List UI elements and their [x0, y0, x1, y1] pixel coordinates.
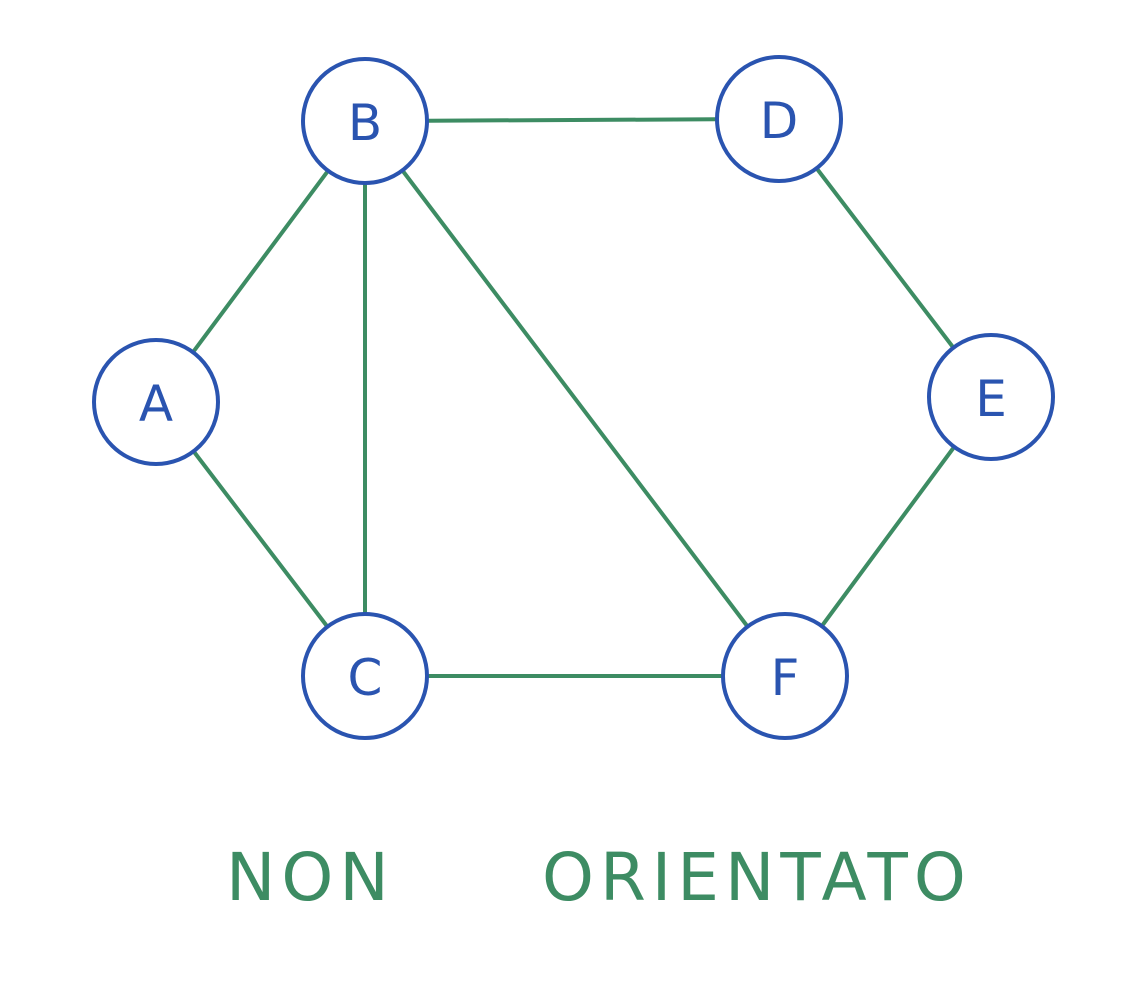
edge-b-d: [427, 117, 717, 123]
edge-d-e: [815, 167, 955, 349]
caption-word-non: NON: [226, 839, 395, 916]
edge-b-f: [401, 170, 749, 627]
caption-word-orientato: ORIENTATO: [542, 839, 972, 916]
node-circle-b: [301, 57, 429, 185]
caption: NON ORIENTATO: [226, 839, 972, 916]
node-f: F: [721, 612, 849, 740]
node-b: B: [301, 57, 429, 185]
node-a: A: [92, 338, 220, 466]
node-e: E: [927, 333, 1055, 461]
node-label-b: B: [348, 94, 382, 152]
node-label-d: D: [760, 92, 799, 150]
node-circle-e: [927, 333, 1055, 461]
node-label-c: C: [348, 649, 383, 707]
edge-e-f: [821, 446, 955, 627]
node-d: D: [715, 55, 843, 183]
edges-layer: [192, 117, 955, 678]
edge-a-b: [192, 170, 329, 353]
node-circle-a: [92, 338, 220, 466]
node-circle-f: [721, 612, 849, 740]
node-circle-d: [715, 55, 843, 183]
nodes-layer: A B C D E F: [92, 55, 1055, 740]
node-label-e: E: [975, 370, 1007, 428]
edge-a-c: [192, 450, 329, 628]
node-label-f: F: [771, 649, 800, 707]
node-label-a: A: [139, 375, 173, 433]
node-c: C: [301, 612, 429, 740]
node-circle-c: [301, 612, 429, 740]
